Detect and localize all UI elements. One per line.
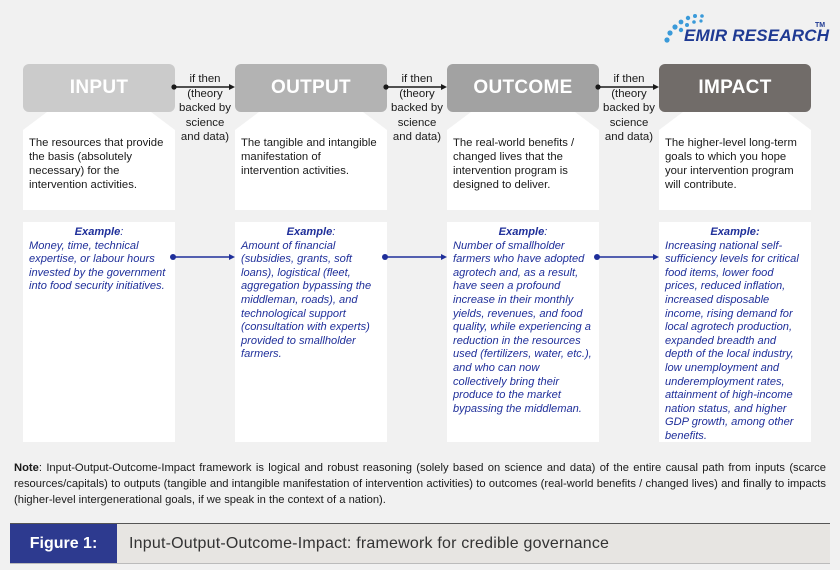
header-input: INPUT	[23, 64, 175, 112]
example-output: Example: Amount of financial (subsidies,…	[235, 222, 387, 442]
description-output: The tangible and intangible manifestatio…	[235, 130, 387, 210]
header-pointer	[447, 112, 599, 130]
note-label: Note	[14, 462, 39, 474]
header-impact: IMPACT	[659, 64, 811, 112]
arrow-right-icon	[594, 254, 659, 260]
example-label: Example:	[710, 226, 760, 238]
header-pointer	[659, 112, 811, 130]
example-label: Example	[498, 226, 545, 238]
arrow-right-icon	[382, 254, 447, 260]
logo-dots-icon	[664, 14, 704, 43]
header-outcome: OUTCOME	[447, 64, 599, 112]
connector-label-outcome-impact: if then (theory backed by science and da…	[603, 73, 655, 143]
example-impact: Example: Increasing national self-suffic…	[659, 222, 811, 442]
figure-number: Figure 1:	[10, 524, 117, 563]
header-output-label: OUTPUT	[271, 77, 351, 98]
header-output: OUTPUT	[235, 64, 387, 112]
header-pointer	[23, 112, 175, 130]
example-text-outcome: Number of smallholder farmers who have a…	[453, 239, 592, 415]
description-outcome: The real-world benefits / changed lives …	[447, 130, 599, 210]
emir-research-logo: EMIR RESEARCH TM	[660, 12, 835, 48]
figure-caption: Figure 1: Input-Output-Outcome-Impact: f…	[10, 523, 830, 564]
header-outcome-label: OUTCOME	[473, 77, 573, 98]
logo-trademark: TM	[815, 22, 826, 29]
connector-label-input-output: if then (theory backed by science and da…	[179, 73, 231, 143]
example-text-impact: Increasing national self-sufficiency lev…	[665, 239, 799, 442]
example-input: Example: Money, time, technical expertis…	[23, 222, 175, 442]
note-text: : Input-Output-Outcome-Impact framework …	[14, 462, 826, 506]
header-pointer	[235, 112, 387, 130]
description-input: The resources that provide the basis (ab…	[23, 130, 175, 210]
example-label: Example	[74, 226, 121, 238]
example-text-input: Money, time, technical expertise, or lab…	[29, 239, 166, 293]
header-impact-label: IMPACT	[698, 77, 772, 98]
header-input-label: INPUT	[69, 77, 129, 98]
figure-note: Note: Input-Output-Outcome-Impact framew…	[14, 460, 826, 508]
arrow-right-icon	[595, 84, 659, 90]
figure-title: Input-Output-Outcome-Impact: framework f…	[129, 534, 610, 552]
arrow-right-icon	[170, 254, 235, 260]
example-label: Example	[286, 226, 333, 238]
example-text-output: Amount of financial (subsidies, grants, …	[241, 239, 372, 361]
arrow-right-icon	[383, 84, 447, 90]
example-outcome: Example: Number of smallholder farmers w…	[447, 222, 599, 442]
description-impact: The higher-level long-term goals to whic…	[659, 130, 811, 210]
logo-text: EMIR RESEARCH	[684, 26, 830, 45]
arrow-right-icon	[171, 84, 235, 90]
connector-label-output-outcome: if then (theory backed by science and da…	[391, 73, 443, 143]
